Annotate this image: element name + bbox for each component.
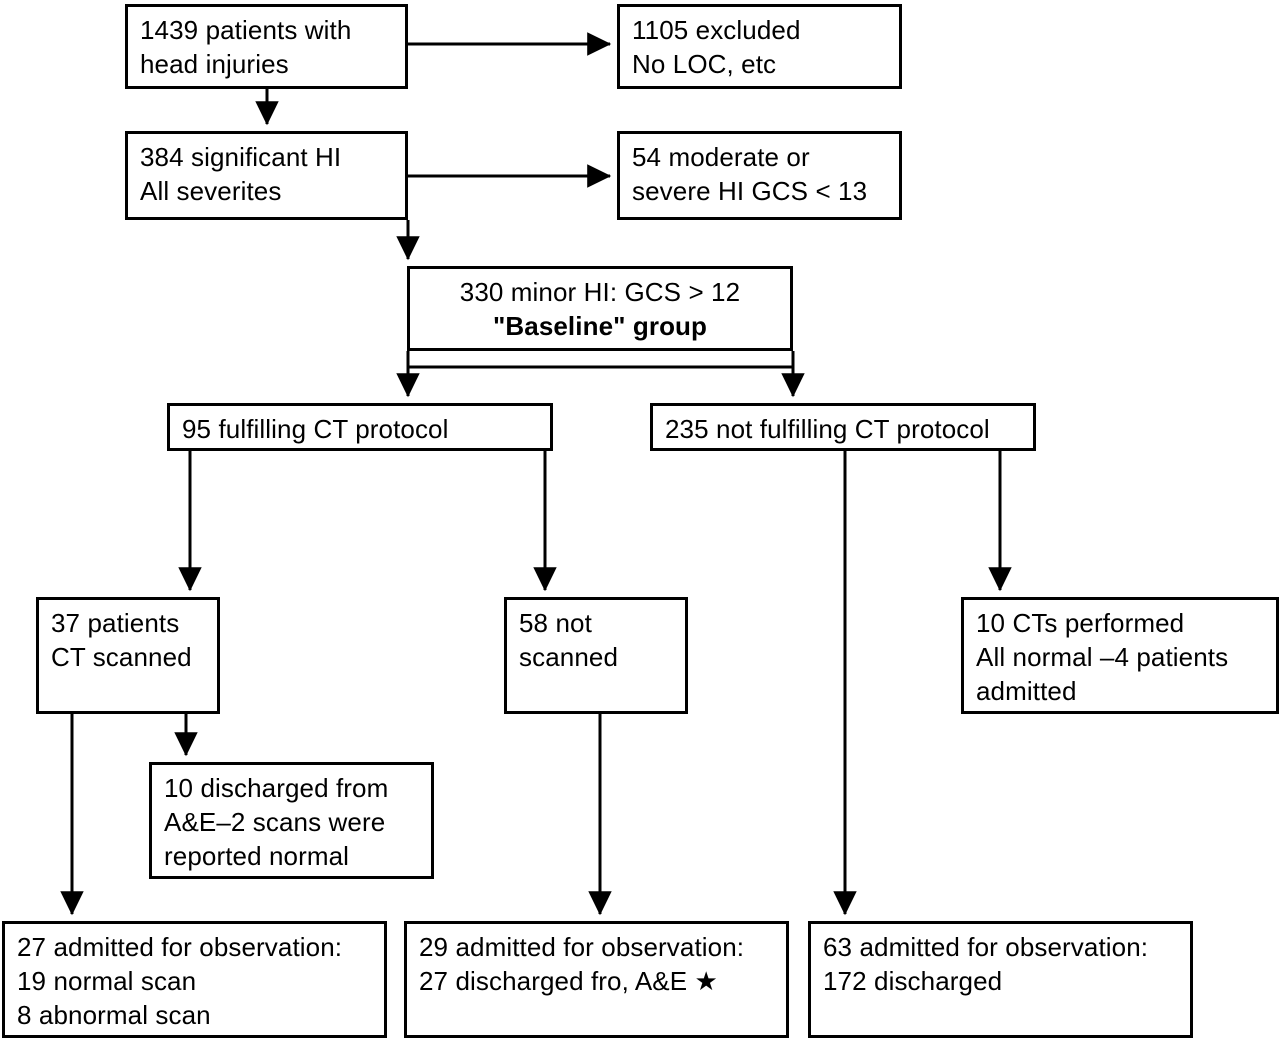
- box-1439-patients-head-injuries-line-2: head injuries: [140, 48, 289, 79]
- box-384-significant-hi-line-1: 384 significant HI: [140, 142, 342, 172]
- box-330-minor-hi-baseline-group: 330 minor HI: GCS > 12"Baseline" group: [407, 266, 793, 351]
- box-10-cts-performed-line-1: 10 CTs performed: [976, 608, 1185, 638]
- box-10-discharged-from-ae-line-2: A&E–2 scans were: [164, 806, 386, 837]
- box-29-admitted-for-observation: 29 admitted for observation:27 discharge…: [404, 921, 789, 1038]
- box-235-not-fulfilling-ct-protocol: 235 not fulfilling CT protocol: [650, 403, 1036, 451]
- box-54-moderate-severe-hi-line-1: 54 moderate or: [632, 142, 810, 172]
- box-37-patients-ct-scanned-line-1: 37 patients: [51, 608, 180, 638]
- box-54-moderate-severe-hi-line-2: severe HI GCS < 13: [632, 175, 868, 206]
- box-1105-excluded-line-1: 1105 excluded: [632, 15, 801, 45]
- box-10-discharged-from-ae-line-1: 10 discharged from: [164, 773, 389, 803]
- box-29-admitted-for-observation-line-2: 27 discharged fro, A&E ★: [419, 965, 718, 996]
- box-27-admitted-for-observation: 27 admitted for observation:19 normal sc…: [2, 921, 387, 1038]
- box-27-admitted-for-observation-line-2: 19 normal scan: [17, 965, 197, 996]
- box-95-fulfilling-ct-protocol-line-1: 95 fulfilling CT protocol: [182, 414, 449, 444]
- box-330-minor-hi-baseline-group-line-1: 330 minor HI: GCS > 12: [459, 277, 741, 307]
- box-63-admitted-for-observation: 63 admitted for observation:172 discharg…: [808, 921, 1193, 1038]
- box-1439-patients-head-injuries-line-1: 1439 patients with: [140, 15, 352, 45]
- box-384-significant-hi-line-2: All severites: [140, 175, 282, 206]
- box-95-fulfilling-ct-protocol: 95 fulfilling CT protocol: [167, 403, 553, 451]
- arrow-330-to-95: [408, 351, 793, 396]
- box-10-discharged-from-ae-line-3: reported normal: [164, 840, 350, 871]
- box-58-not-scanned-line-2: scanned: [519, 641, 618, 672]
- box-58-not-scanned-line-1: 58 not: [519, 608, 592, 638]
- box-27-admitted-for-observation-line-1: 27 admitted for observation:: [17, 932, 343, 962]
- box-10-cts-performed-line-2: All normal –4 patients: [976, 641, 1229, 672]
- box-37-patients-ct-scanned-line-2: CT scanned: [51, 641, 192, 672]
- box-63-admitted-for-observation-line-2: 172 discharged: [823, 965, 1003, 996]
- box-63-admitted-for-observation-line-1: 63 admitted for observation:: [823, 932, 1149, 962]
- box-27-admitted-for-observation-line-3: 8 abnormal scan: [17, 999, 211, 1030]
- box-235-not-fulfilling-ct-protocol-line-1: 235 not fulfilling CT protocol: [665, 414, 990, 444]
- box-29-admitted-for-observation-line-1: 29 admitted for observation:: [419, 932, 745, 962]
- box-1105-excluded-line-2: No LOC, etc: [632, 48, 777, 79]
- box-10-cts-performed-line-3: admitted: [976, 675, 1077, 706]
- box-330-minor-hi-baseline-group-line-2: "Baseline" group: [492, 310, 708, 341]
